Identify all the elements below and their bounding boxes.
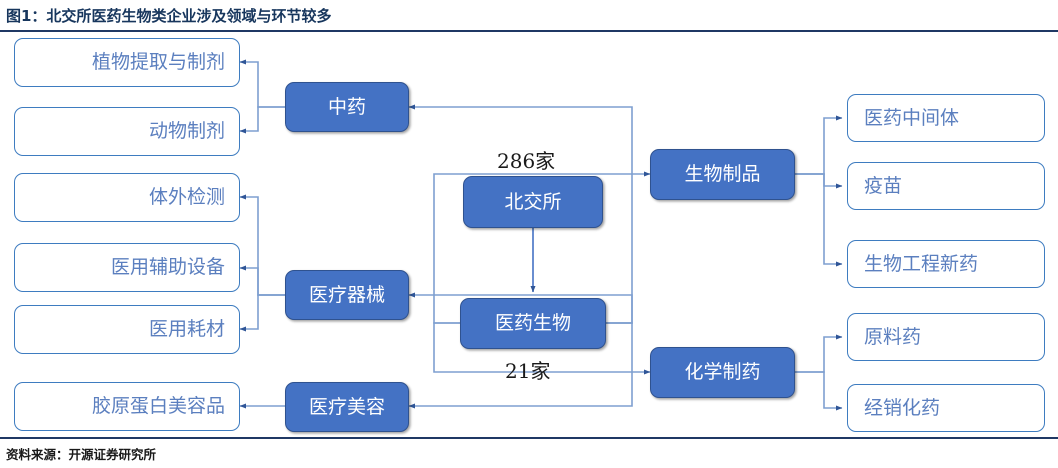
node-label: 中药	[327, 95, 366, 118]
node-label: 医药中间体	[864, 106, 960, 129]
node-right-mid-shengwuzhipin[interactable]: 生物制品	[650, 149, 795, 200]
node-label: 经销化药	[864, 396, 941, 419]
page-title: 图1：北交所医药生物类企业涉及领域与环节较多	[6, 7, 332, 25]
node-left-leaf-1[interactable]: 植物提取与制剂	[14, 38, 240, 87]
node-label: 医用辅助设备	[110, 256, 225, 279]
node-label: 医疗器械	[308, 283, 385, 306]
node-root-bjs[interactable]: 北交所	[463, 176, 603, 228]
node-right-leaf-1[interactable]: 医药中间体	[847, 94, 1045, 142]
node-label: 北交所	[504, 190, 562, 213]
node-left-leaf-5[interactable]: 医用耗材	[14, 305, 240, 354]
node-label: 生物工程新药	[864, 252, 979, 275]
node-label: 医疗美容	[308, 395, 385, 418]
node-right-leaf-5[interactable]: 经销化药	[847, 384, 1045, 432]
node-right-leaf-2[interactable]: 疫苗	[847, 162, 1045, 210]
node-label: 医用耗材	[148, 318, 225, 341]
source-note: 资料来源：开源证券研究所	[6, 447, 157, 462]
node-right-leaf-4[interactable]: 原料药	[847, 313, 1045, 361]
node-label: 体外检测	[148, 186, 225, 209]
source-divider	[0, 437, 1058, 439]
node-label: 植物提取与制剂	[91, 51, 225, 74]
node-label: 生物制品	[684, 163, 761, 186]
node-left-leaf-6[interactable]: 胶原蛋白美容品	[14, 382, 240, 431]
node-left-leaf-3[interactable]: 体外检测	[14, 173, 240, 222]
node-left-leaf-4[interactable]: 医用辅助设备	[14, 243, 240, 292]
node-label: 疫苗	[864, 174, 903, 197]
node-center-yiyaoshengwu[interactable]: 医药生物	[460, 298, 606, 349]
node-label: 原料药	[864, 325, 922, 348]
node-label: 胶原蛋白美容品	[91, 395, 225, 418]
node-label: 动物制剂	[148, 120, 225, 143]
diagram-canvas: 植物提取与制剂 动物制剂 体外检测 医用辅助设备 医用耗材 胶原蛋白美容品 中药…	[0, 32, 1058, 437]
node-right-mid-huaxuezhiyao[interactable]: 化学制药	[650, 347, 795, 398]
node-left-mid-yiliaomeirong[interactable]: 医疗美容	[285, 382, 409, 432]
node-left-mid-yiliaoqixie[interactable]: 医疗器械	[285, 270, 409, 320]
title-divider	[0, 30, 1058, 32]
node-label: 医药生物	[494, 312, 571, 335]
node-right-leaf-3[interactable]: 生物工程新药	[847, 240, 1045, 288]
node-label: 化学制药	[684, 361, 761, 384]
root-count-label: 286家	[497, 149, 556, 173]
center-count-label: 21家	[505, 359, 551, 383]
node-left-leaf-2[interactable]: 动物制剂	[14, 107, 240, 156]
node-left-mid-zhongyao[interactable]: 中药	[285, 82, 409, 132]
